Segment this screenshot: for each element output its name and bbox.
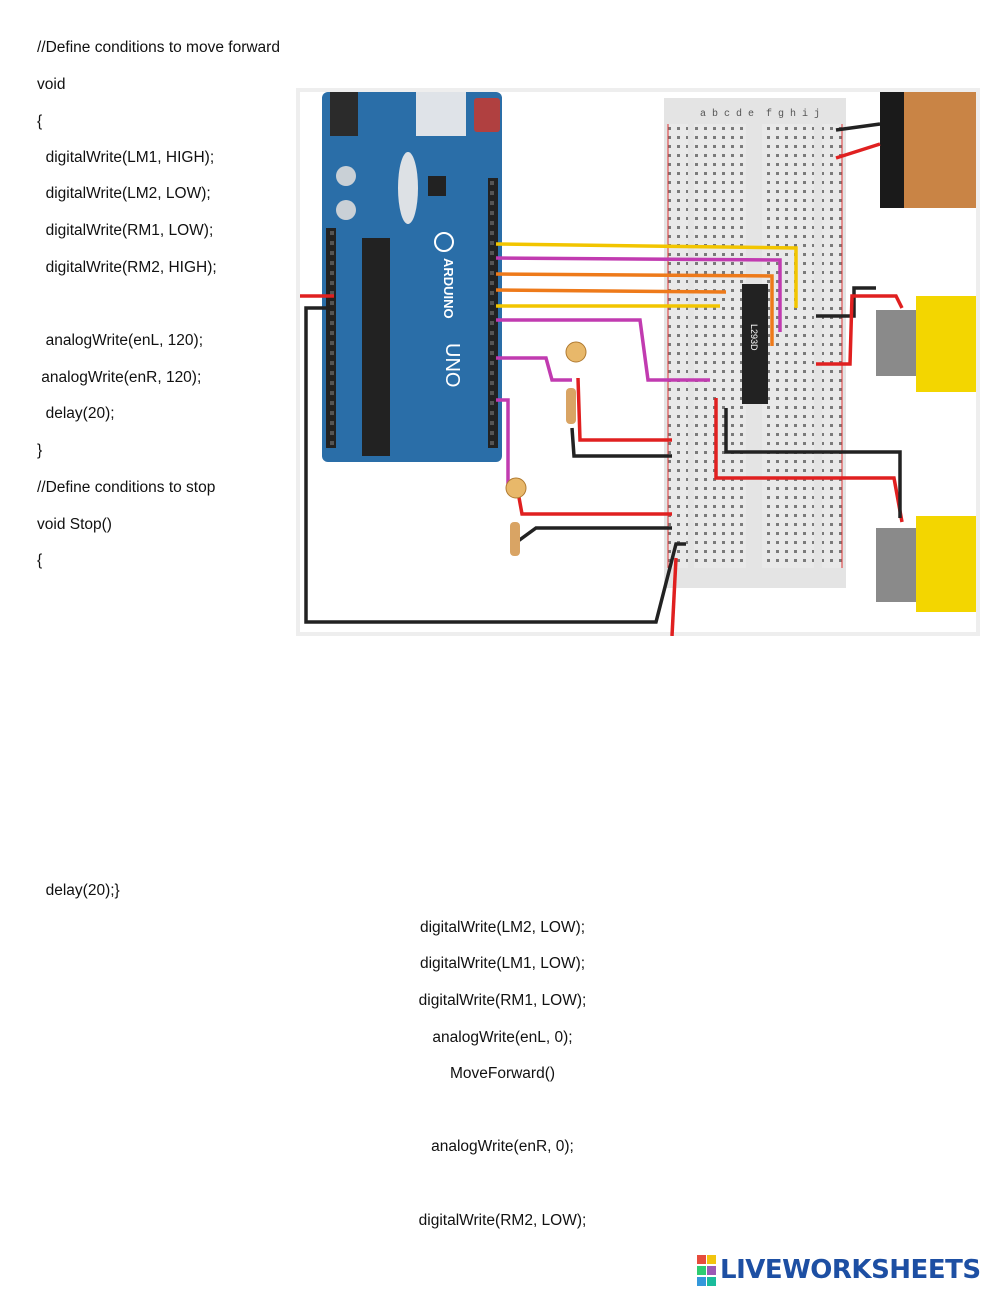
code-line-9: analogWrite(enR, 120); — [37, 369, 202, 386]
code-line-8: analogWrite(enL, 120); — [37, 332, 204, 349]
wires — [300, 122, 904, 637]
sensor-ldr-1 — [565, 341, 587, 424]
board-model: UNO — [441, 343, 463, 387]
code-line-bottom: delay(20);} — [37, 882, 120, 899]
answer-option-1[interactable]: digitalWrite(LM2, LOW); — [419, 919, 586, 936]
code-line-4: digitalWrite(LM1, HIGH); — [37, 149, 215, 166]
answer-option-3[interactable]: digitalWrite(RM1, LOW); — [418, 992, 587, 1009]
code-line-2: void — [37, 76, 66, 93]
board-brand: ARDUINO — [441, 258, 456, 319]
code-line-13: void Stop() — [37, 516, 112, 533]
motor-bottom — [876, 516, 976, 612]
breadboard: a b c d e f g h i j L293D — [664, 98, 846, 588]
arduino-board: ARDUINO UNO — [322, 92, 502, 462]
answer-option-7[interactable]: digitalWrite(RM2, LOW); — [418, 1212, 587, 1229]
code-line-7: digitalWrite(RM2, HIGH); — [37, 259, 217, 276]
code-line-12: //Define conditions to stop — [37, 479, 216, 496]
sensor-ldr-2 — [505, 477, 527, 556]
code-line-14: { — [37, 552, 43, 569]
circuit-diagram: ARDUINO UNO a b c d e f g h i j L293D — [296, 88, 980, 637]
liveworksheets-logo: LIVEWORKSHEETS — [697, 1254, 981, 1286]
code-line-6: digitalWrite(RM1, LOW); — [37, 222, 214, 239]
code-line-1: //Define conditions to move forward — [37, 39, 280, 56]
code-line-3: { — [37, 113, 43, 130]
motor-top — [876, 296, 976, 392]
code-line-5: digitalWrite(LM2, LOW); — [37, 185, 211, 202]
answer-option-6[interactable]: analogWrite(enR, 0); — [431, 1138, 574, 1155]
code-line-10: delay(20); — [37, 405, 115, 422]
answer-option-2[interactable]: digitalWrite(LM1, LOW); — [419, 955, 586, 972]
battery — [880, 92, 976, 208]
chip-label: L293D — [749, 324, 759, 351]
breadboard-cols-left: a b c d e — [700, 108, 754, 120]
answer-option-4[interactable]: analogWrite(enL, 0); — [432, 1029, 573, 1046]
breadboard-cols-right: f g h i j — [766, 108, 820, 120]
code-line-11: } — [37, 442, 43, 459]
answer-option-5[interactable]: MoveForward() — [449, 1065, 556, 1082]
logo-text: LIVEWORKSHEETS — [720, 1255, 981, 1285]
